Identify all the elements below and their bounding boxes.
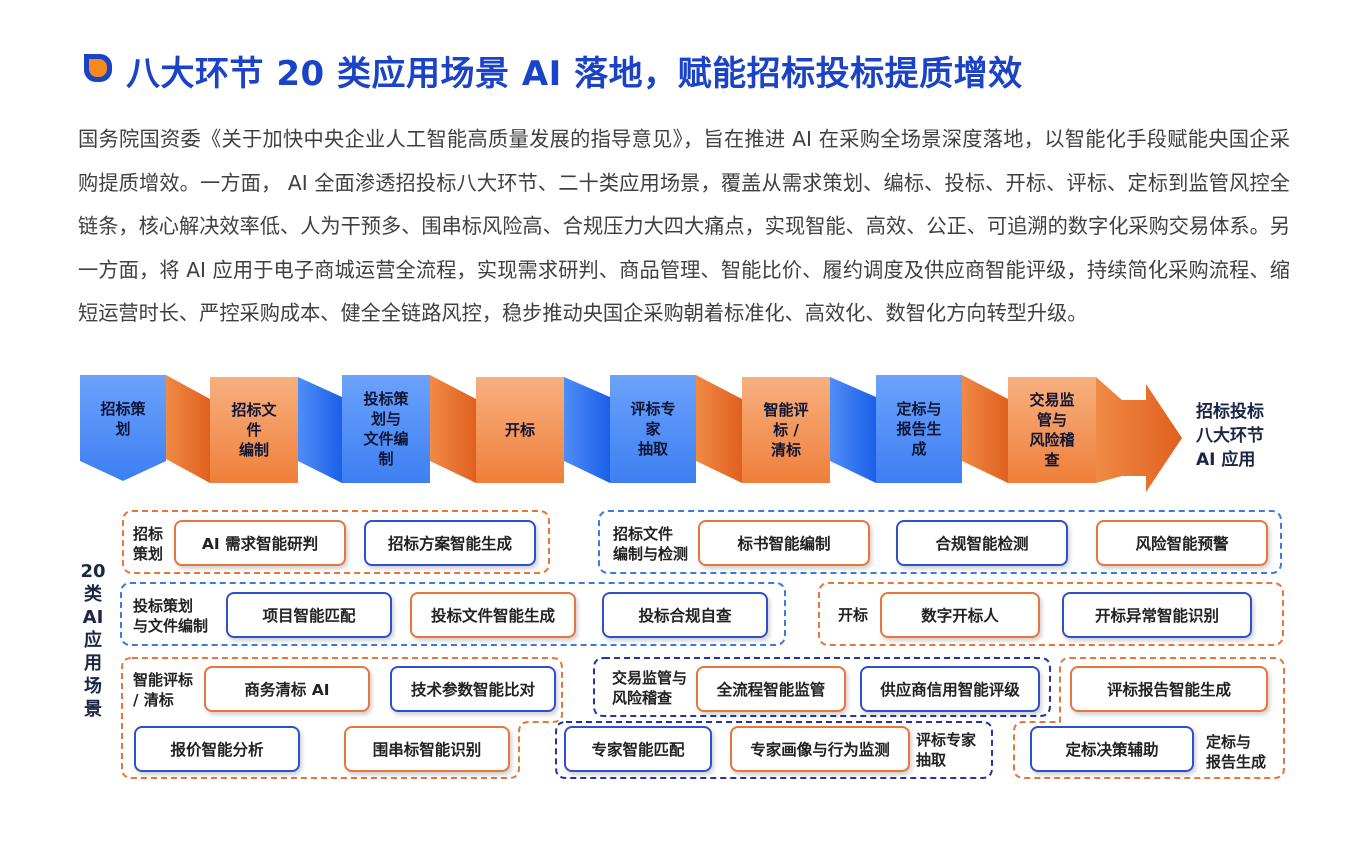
scenario-pill: 招标方案智能生成 [364,520,536,566]
flow-connector [564,377,610,483]
group-label: 定标与 报告生成 [1206,733,1267,771]
scenario-pill: 标书智能编制 [698,520,870,566]
scenario-pill: 投标合规自查 [602,592,768,638]
flow-step-label: 开标 [504,421,535,439]
scenario-pill: 投标文件智能生成 [410,592,576,638]
page-title: 八大环节 20 类应用场景 AI 落地，赋能招标投标提质增效 [126,54,1023,94]
flow-step-shape [610,375,696,483]
intro-paragraph: 国务院国资委《关于加快中央企业人工智能高质量发展的指导意见》，旨在推进 AI 在… [78,127,1290,325]
group-label: 交易监管与 风险稽查 [612,669,688,707]
scenario-pill: 合规智能检测 [896,520,1068,566]
flow-connector [166,375,210,483]
group-label: 招标 策划 [133,525,164,563]
scenario-pill: AI 需求智能研判 [174,520,346,566]
flow-connector [830,377,876,483]
group-bid-opening [818,582,1284,646]
flow-step-shape [742,377,830,483]
flow-step-label: 投标策 划与 文件编 制 [363,390,409,468]
scenario-pill: 专家智能匹配 [564,726,712,772]
flow-step-shape [210,377,298,483]
scenario-pill: 定标决策辅助 [1030,726,1194,772]
side-label: 20 类 AI 应 用 场 景 [80,561,106,720]
scenario-pill: 数字开标人 [880,592,1040,638]
process-flow-ribbon [80,375,1182,492]
scenario-pill: 技术参数智能比对 [390,666,556,712]
flow-connector [962,375,1008,483]
group-label: 招标文件 编制与检测 [613,525,689,563]
flow-end-arrow [1096,377,1182,492]
flow-step-shape [476,377,564,483]
scenario-pill: 供应商信用智能评级 [860,666,1040,712]
group-label: 智能评标 / 清标 [133,671,194,709]
flow-step-shape [80,375,166,481]
group-bid-planning [120,582,786,646]
scenario-pill: 围串标智能识别 [344,726,510,772]
scenario-pill: 风险智能预警 [1096,520,1268,566]
flow-step-label: 招标文 件 编制 [231,401,277,459]
leaf-logo-icon [84,54,112,82]
flow-step-shape [876,375,962,483]
group-label: 开标 [838,606,869,624]
group-label: 评标专家 抽取 [916,731,977,769]
flow-step-label: 招标策 划 [100,400,146,438]
group-tender-doc-compilation [598,510,1282,574]
flow-step-label: 交易监 管与 风险稽 查 [1029,391,1075,469]
scenario-pill: 全流程智能监管 [696,666,846,712]
flow-step-shape [342,375,430,483]
scenario-pill: 专家画像与行为监测 [730,726,910,772]
scenario-pill: 开标异常智能识别 [1062,592,1252,638]
group-label: 投标策划 与文件编制 [133,597,209,635]
flow-step-label: 定标与 报告生 成 [896,400,942,458]
scenario-pill: 项目智能匹配 [226,592,392,638]
scenario-pill: 报价智能分析 [134,726,300,772]
flow-step-label: 评标专 家 抽取 [630,400,676,458]
flow-connector [298,377,342,483]
flow-connector [696,375,742,483]
flow-end-label: 招标投标 八大环节 AI 应用 [1196,402,1264,470]
scenario-pill: 商务清标 AI [204,666,370,712]
scenario-pill: 评标报告智能生成 [1070,666,1268,712]
group-bidding-planning [122,510,550,574]
flow-step-shape [1008,377,1096,483]
flow-connector [430,375,476,483]
flow-step-label: 智能评 标 / 清标 [763,401,809,459]
